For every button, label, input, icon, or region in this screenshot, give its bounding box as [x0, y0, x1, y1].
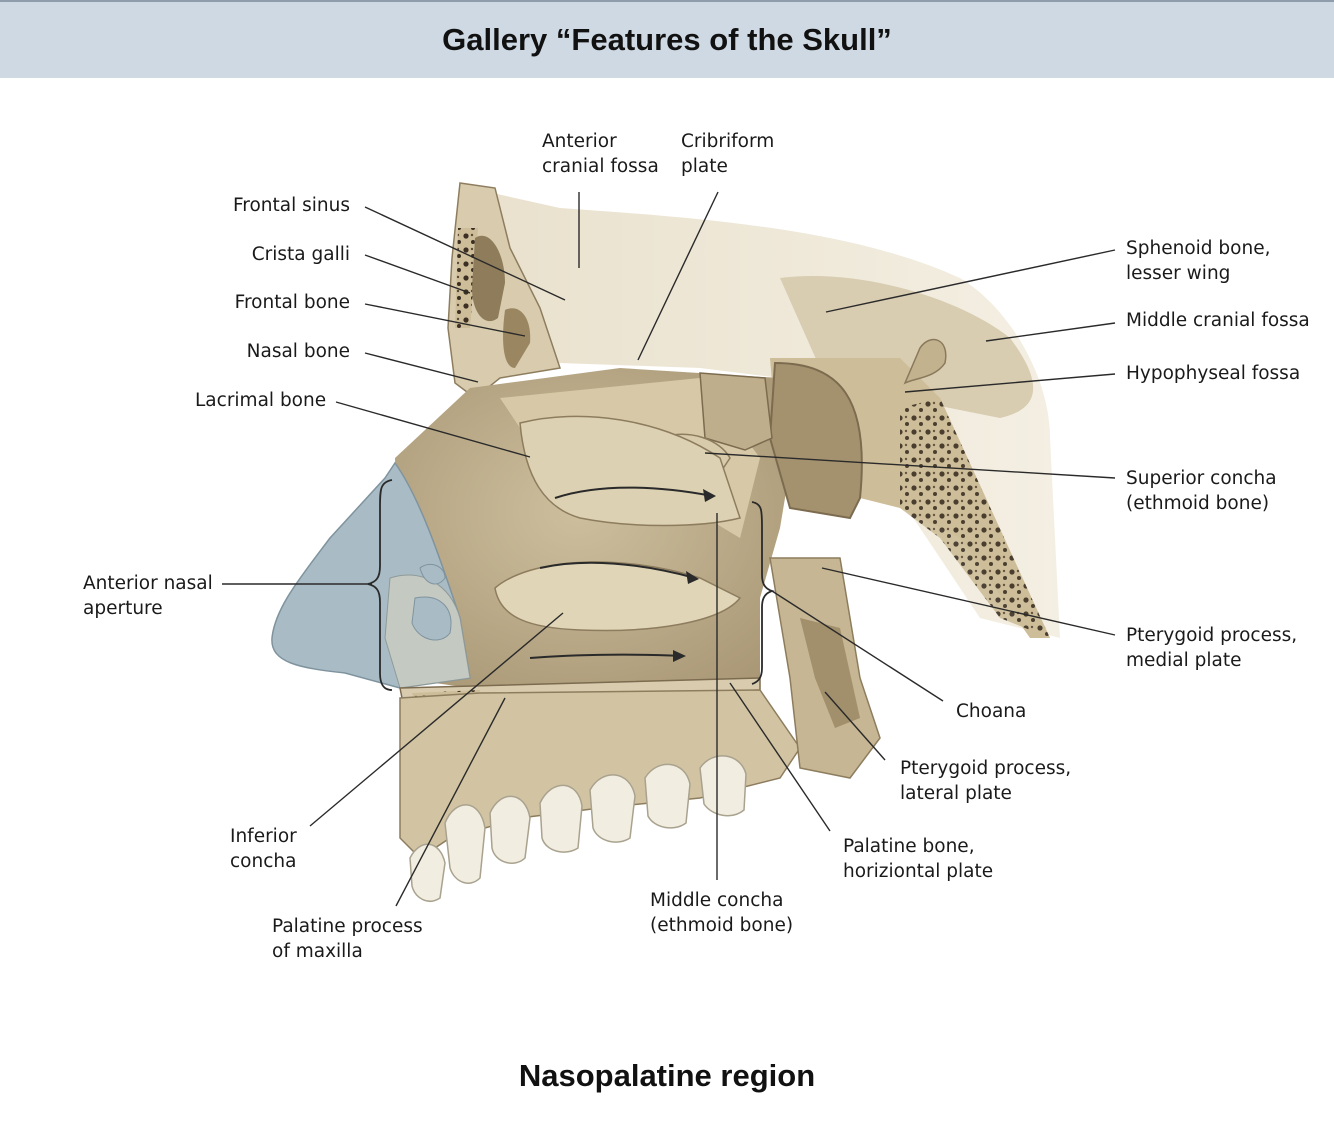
sphenoid-sinus	[768, 361, 863, 520]
sphenoid-spongy	[900, 398, 1050, 638]
tooth	[444, 804, 486, 884]
label-anterior-cranial-fossa: Anterior cranial fossa	[542, 131, 659, 177]
label-superior-concha: Superior concha (ethmoid bone)	[1126, 468, 1277, 514]
label-middle-concha: Middle concha (ethmoid bone)	[650, 890, 794, 936]
label-lacrimal-bone: Lacrimal bone	[195, 390, 327, 411]
figure-caption: Nasopalatine region	[518, 1058, 816, 1093]
leader-lines	[222, 191, 1116, 907]
middle-cranial-fossa	[780, 276, 1034, 418]
label-palatine-horizontal: Palatine bone, horiziontal plate	[843, 836, 994, 882]
page-title: Gallery “Features of the Skull”	[442, 22, 892, 57]
label-nasal-bone: Nasal bone	[246, 341, 350, 362]
tooth	[644, 763, 691, 829]
tooth	[409, 843, 446, 902]
label-frontal-sinus: Frontal sinus	[232, 195, 350, 216]
frontal-bone-spongy	[455, 228, 478, 328]
tooth	[539, 784, 583, 853]
teeth	[409, 755, 747, 902]
alar-cartilage	[411, 596, 452, 641]
anatomy-illustration	[222, 182, 1116, 907]
alar-cartilage-2	[419, 563, 446, 585]
label-sphenoid-lesser-wing: Sphenoid bone, lesser wing	[1126, 238, 1271, 284]
label-pterygoid-medial: Pterygoid process, medial plate	[1126, 625, 1298, 671]
pterygoid-lateral	[800, 618, 860, 728]
tooth	[489, 795, 531, 864]
frontal-sinus-cavity	[472, 235, 505, 322]
label-inferior-concha: Inferior concha	[230, 826, 297, 872]
label-frontal-bone: Frontal bone	[234, 292, 350, 313]
label-middle-cranial-fossa: Middle cranial fossa	[1126, 310, 1310, 331]
label-pterygoid-lateral: Pterygoid process, lateral plate	[900, 758, 1072, 804]
airflow-arrowheads	[673, 489, 716, 662]
label-palatine-process: Palatine process of maxilla	[272, 916, 423, 962]
skull-figure: Frontal sinus Crista galli Frontal bone …	[0, 78, 1334, 1038]
hypophyseal-fossa	[903, 338, 947, 385]
label-anterior-nasal-aperture: Anterior nasal aperture	[83, 573, 213, 619]
tooth	[699, 755, 747, 817]
airflow-arrows	[529, 486, 713, 659]
tooth	[589, 774, 636, 843]
frontal-sinus-cavity-2	[503, 308, 531, 368]
label-cribriform-plate: Cribriform plate	[681, 131, 775, 177]
label-hypophyseal-fossa: Hypophyseal fossa	[1126, 363, 1301, 384]
ethmoid-cells	[699, 372, 773, 451]
header-bar: Gallery “Features of the Skull”	[0, 0, 1334, 78]
label-crista-galli: Crista galli	[251, 244, 350, 265]
middle-concha-shape	[519, 415, 741, 527]
label-choana: Choana	[956, 701, 1027, 722]
